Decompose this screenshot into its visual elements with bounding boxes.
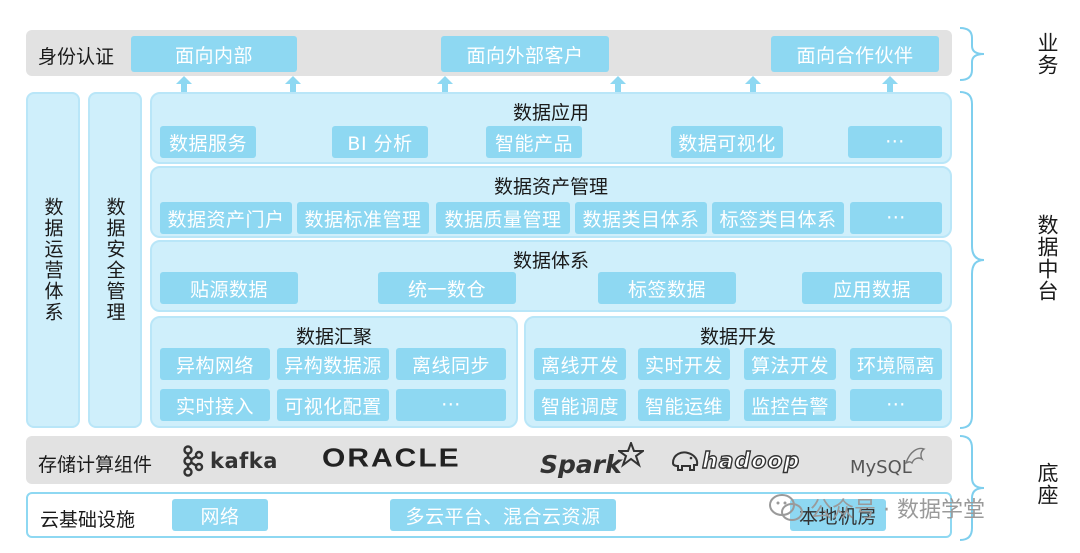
storage-compute-band [26,436,952,484]
asset-item[interactable]: 数据类目体系 [575,202,707,234]
asset-item[interactable]: 数据质量管理 [436,202,570,234]
watermark: 公众号 · 数据学堂 [768,492,985,524]
business-partners[interactable]: 面向合作伙伴 [771,36,939,72]
infra-network[interactable]: 网络 [172,499,268,531]
aggregation-item[interactable]: 实时接入 [160,389,270,421]
aggregation-item[interactable]: 离线同步 [396,348,506,380]
infra-local-datacenter[interactable]: 本地机房 [790,499,886,531]
mysql-wordmark: MySQL [850,456,912,478]
infra-multicloud[interactable]: 多云平台、混合云资源 [390,499,616,531]
data-system-item[interactable]: 标签数据 [598,272,736,304]
base-label: 底座 [1035,462,1059,506]
oracle-logo: ORACLE [322,440,461,478]
aggregation-item[interactable]: 异构网络 [160,348,270,380]
kafka-icon [183,445,204,477]
data-system-item[interactable]: 统一数仓 [378,272,516,304]
development-item[interactable]: 算法开发 [744,348,836,380]
watermark-text: 公众号 · 数据学堂 [810,498,985,523]
data-asset-mgmt-title: 数据资产管理 [493,176,608,198]
data-middle-label: 数据中台 [1035,214,1059,302]
hadoop-elephant-icon [671,451,699,471]
data-development-title: 数据开发 [699,326,776,348]
development-item[interactable]: 离线开发 [534,348,626,380]
development-more[interactable]: ··· [850,389,942,421]
arrow-up-icon [437,76,453,92]
mysql-logo: MySQL [850,440,930,480]
cloud-infra-label: 云基础设施 [40,509,136,531]
asset-item[interactable]: 数据资产门户 [160,202,292,234]
wechat-icon [769,494,803,521]
brace-base [959,435,985,541]
data-system-title: 数据体系 [512,250,589,272]
arrow-up-icon [610,76,626,92]
asset-item[interactable]: 标签类目体系 [712,202,844,234]
development-item[interactable]: 智能运维 [638,389,730,421]
business-internal[interactable]: 面向内部 [131,36,297,72]
business-label: 业务 [1035,32,1059,76]
kafka-wordmark: kafka [210,449,278,473]
data-security-mgmt: 数据安全管理 [88,92,142,428]
data-app-more[interactable]: ··· [848,126,942,158]
spark-wordmark: Spark [540,449,622,479]
aggregation-item[interactable]: 异构数据源 [277,348,389,380]
arrow-up-icon [285,76,301,92]
data-ops-system: 数据运营体系 [26,92,80,428]
storage-compute-label: 存储计算组件 [38,454,153,476]
hadoop-wordmark: hadoop [701,448,801,474]
data-system-item[interactable]: 应用数据 [802,272,942,304]
development-item[interactable]: 智能调度 [534,389,626,421]
hadoop-logo: hadoop [670,446,800,476]
brace-data-middle [959,91,985,429]
data-app-item[interactable]: 数据可视化 [671,126,783,158]
asset-item[interactable]: 数据标准管理 [297,202,429,234]
data-aggregation-title: 数据汇聚 [295,326,372,348]
identity-auth-label: 身份认证 [38,46,115,68]
arrow-up-icon [176,76,192,92]
data-security-label: 数据安全管理 [103,197,126,323]
development-item[interactable]: 实时开发 [638,348,730,380]
data-app-item[interactable]: 数据服务 [160,126,256,158]
data-system-item[interactable]: 贴源数据 [160,272,298,304]
spark-star-icon [617,442,644,468]
aggregation-more[interactable]: ··· [396,389,506,421]
data-ops-label: 数据运营体系 [41,197,64,323]
asset-more[interactable]: ··· [850,202,942,234]
kafka-logo: kafka [182,444,278,478]
spark-logo: Spark [540,440,644,480]
development-item[interactable]: 环境隔离 [850,348,942,380]
oracle-wordmark: ORACLE [322,444,461,473]
arrow-up-icon [882,76,898,92]
data-app-item[interactable]: BI 分析 [332,126,428,158]
mysql-dolphin-icon [904,447,926,465]
development-item[interactable]: 监控告警 [744,389,836,421]
data-app-item[interactable]: 智能产品 [486,126,582,158]
data-application-title: 数据应用 [512,102,589,124]
business-external-customers[interactable]: 面向外部客户 [441,36,609,72]
aggregation-item[interactable]: 可视化配置 [277,389,389,421]
brace-business [959,27,985,81]
arrow-up-icon [745,76,761,92]
